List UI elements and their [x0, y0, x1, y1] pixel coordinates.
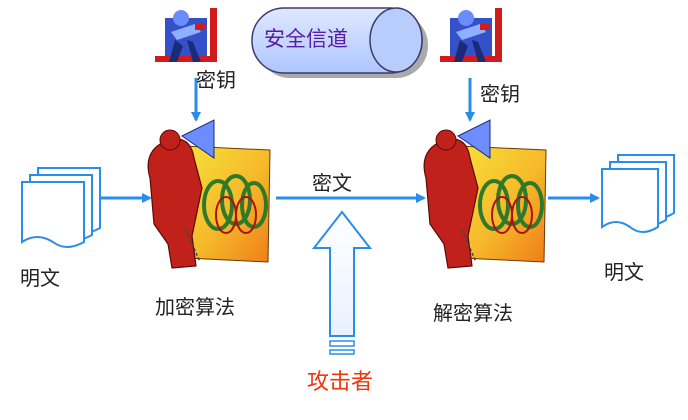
key-label-left: 密钥: [196, 68, 236, 92]
plaintext-label-right: 明文: [604, 260, 644, 284]
decryption-algorithm-label: 解密算法: [433, 301, 513, 325]
key-holder-right-icon: [440, 8, 502, 62]
ciphertext-label: 密文: [312, 171, 352, 195]
encryption-algorithm-label: 加密算法: [155, 295, 235, 319]
key-label-right: 密钥: [480, 82, 520, 106]
plaintext-document-right-icon: [601, 154, 675, 233]
plaintext-document-left-icon: [21, 167, 101, 248]
encryption-algorithm-icon: [147, 119, 271, 269]
secure-channel-label: 安全信道: [264, 27, 348, 51]
decryption-algorithm-icon: [423, 119, 547, 269]
secure-channel: [251, 7, 428, 78]
attacker-arrow-icon: [311, 210, 373, 355]
plaintext-label-left: 明文: [20, 266, 60, 290]
key-holder-left-icon: [155, 8, 217, 62]
attacker-label: 攻击者: [307, 370, 374, 395]
